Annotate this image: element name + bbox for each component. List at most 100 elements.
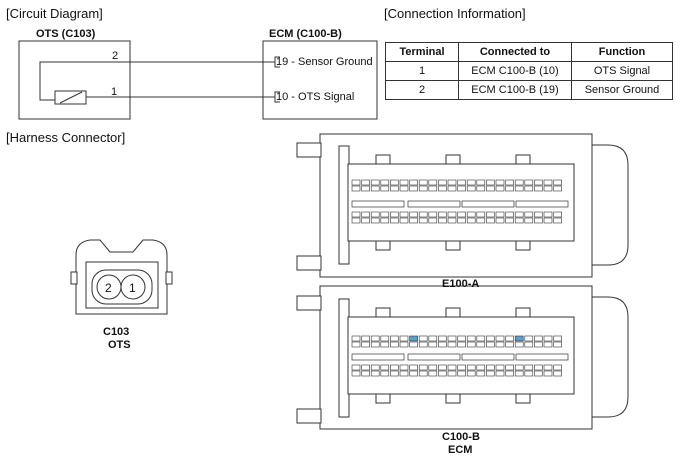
- pin-cavity: [438, 179, 447, 186]
- c100-key-3: [515, 307, 531, 318]
- pin-cavity: [390, 217, 399, 224]
- pin-cavity: [438, 364, 447, 371]
- c103-connector: [70, 239, 173, 315]
- pin-cavity: [505, 335, 514, 342]
- pin-cavity: [505, 341, 514, 348]
- e100-pin-grid: [351, 179, 569, 224]
- c100-key-4: [375, 393, 391, 404]
- e100-a-label: E100-A: [442, 278, 480, 290]
- pin-cavity: [524, 341, 534, 348]
- pin-cavity: [495, 341, 505, 348]
- pin-cavity: [438, 341, 447, 348]
- pin-cavity: [418, 211, 428, 218]
- pin-cavity: [351, 211, 361, 218]
- pin-cavity: [505, 211, 514, 218]
- e100-key-4: [375, 240, 391, 251]
- pin-cavity: [524, 370, 534, 377]
- pin-cavity: [399, 211, 409, 218]
- pin-cavity: [466, 185, 476, 192]
- table-cell: ECM C100-B (19): [458, 80, 572, 100]
- pin-cavity: [447, 370, 457, 377]
- pin-cavity: [438, 217, 447, 224]
- circuit-diagram: [18, 40, 378, 120]
- pin-cavity: [514, 211, 524, 218]
- pin-cavity: [514, 217, 524, 224]
- pin-cavity: [390, 185, 399, 192]
- c100-key-6: [515, 393, 531, 404]
- c100-b-connector: [296, 285, 629, 430]
- e100-key-2: [445, 154, 461, 165]
- pin-cavity: [505, 217, 514, 224]
- pin-cavity: [524, 364, 534, 371]
- pin-cavity: [524, 185, 534, 192]
- pin-cavity: [495, 179, 505, 186]
- pin-cavity: [418, 370, 428, 377]
- connector-slot: [351, 200, 405, 208]
- pin-cavity: [534, 217, 543, 224]
- pin-cavity: [553, 341, 562, 348]
- pin-cavity: [543, 185, 553, 192]
- pin-cavity: [457, 179, 466, 186]
- pin-cavity: [514, 341, 524, 348]
- pin-cavity: [534, 370, 543, 377]
- pin-cavity: [514, 335, 524, 342]
- pin-cavity: [505, 370, 514, 377]
- header-function: Function: [571, 42, 673, 62]
- pin-cavity: [380, 370, 390, 377]
- pin-cavity: [457, 335, 466, 342]
- pin-cavity: [543, 179, 553, 186]
- c103-pin-1-label: 1: [129, 281, 136, 295]
- pin-cavity: [466, 370, 476, 377]
- pin-cavity: [457, 185, 466, 192]
- pin-cavity: [370, 341, 380, 348]
- ots-label: OTS (C103): [36, 28, 96, 40]
- e100-key-5: [445, 240, 461, 251]
- pin-cavity: [418, 341, 428, 348]
- pin-cavity: [409, 364, 418, 371]
- pin-cavity: [505, 179, 514, 186]
- pin-cavity: [418, 217, 428, 224]
- pin-cavity: [418, 185, 428, 192]
- pin-cavity: [409, 370, 418, 377]
- pin-cavity: [457, 341, 466, 348]
- pin-cavity: [486, 217, 495, 224]
- pin-cavity: [409, 211, 418, 218]
- pin-cavity: [476, 185, 486, 192]
- pin-cavity: [466, 211, 476, 218]
- pin-cavity: [380, 335, 390, 342]
- pin-cavity: [447, 179, 457, 186]
- pin-cavity: [524, 179, 534, 186]
- c103-pin-1: [120, 274, 146, 300]
- pin-cavity: [524, 211, 534, 218]
- pin-cavity: [361, 341, 370, 348]
- pin-cavity: [361, 335, 370, 342]
- pin-cavity: [428, 217, 438, 224]
- pin-cavity: [466, 179, 476, 186]
- connection-table: Terminal Connected to Function 1 ECM C10…: [385, 42, 673, 100]
- pin-cavity: [505, 185, 514, 192]
- pin-cavity: [486, 341, 495, 348]
- pin-cavity: [438, 370, 447, 377]
- pin-cavity: [428, 179, 438, 186]
- pin-cavity: [390, 179, 399, 186]
- table-cell: OTS Signal: [571, 61, 673, 81]
- pin-cavity: [399, 335, 409, 342]
- pin-cavity: [534, 341, 543, 348]
- pin-cavity: [534, 185, 543, 192]
- pin-cavity: [370, 364, 380, 371]
- harness-section-title: [Harness Connector]: [6, 130, 126, 145]
- pin-cavity: [524, 217, 534, 224]
- connector-slot: [461, 200, 515, 208]
- pin-cavity: [476, 335, 486, 342]
- pin-cavity: [418, 179, 428, 186]
- ecm-pin-10: 10 - OTS Signal: [276, 91, 355, 103]
- pin-cavity: [428, 370, 438, 377]
- pin-cavity: [457, 217, 466, 224]
- pin-cavity: [534, 179, 543, 186]
- pin-cavity: [361, 185, 370, 192]
- pin-cavity: [457, 370, 466, 377]
- pin-cavity: [486, 211, 495, 218]
- pin-cavity: [409, 179, 418, 186]
- pin-cavity: [476, 211, 486, 218]
- pin-cavity: [524, 335, 534, 342]
